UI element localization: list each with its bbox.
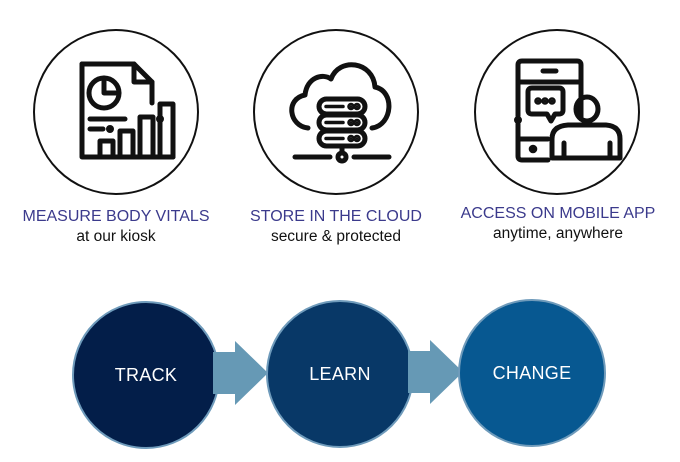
feature-title: STORE IN THE CLOUD [250,208,422,225]
step-label: TRACK [114,364,178,385]
feature-cloud-circle [253,29,419,195]
feature-measure-circle [33,29,199,195]
arrow-right-icon [213,341,268,405]
feature-subtitle: anytime, anywhere [492,225,624,242]
step-change: CHANGE [458,299,606,447]
feature-title: ACCESS ON MOBILE APP [460,205,656,222]
cloud-server-icon [289,62,392,164]
step-label: CHANGE [492,362,572,383]
arrow-right-icon [408,340,463,404]
feature-title: MEASURE BODY VITALS [22,208,210,225]
feature-subtitle: secure & protected [270,228,402,245]
step-label: LEARN [309,363,371,384]
step-track: TRACK [72,301,220,449]
feature-subtitle: at our kiosk [76,228,156,245]
feature-mobile-caption: ACCESS ON MOBILE APP anytime, anywhere [443,204,673,244]
feature-measure-caption: MEASURE BODY VITALS at our kiosk [1,207,231,247]
report-chart-icon [79,61,176,160]
feature-cloud-caption: STORE IN THE CLOUD secure & protected [221,207,451,247]
mobile-chat-user-icon [514,58,623,163]
step-learn: LEARN [266,300,414,448]
feature-mobile-circle [474,29,640,195]
